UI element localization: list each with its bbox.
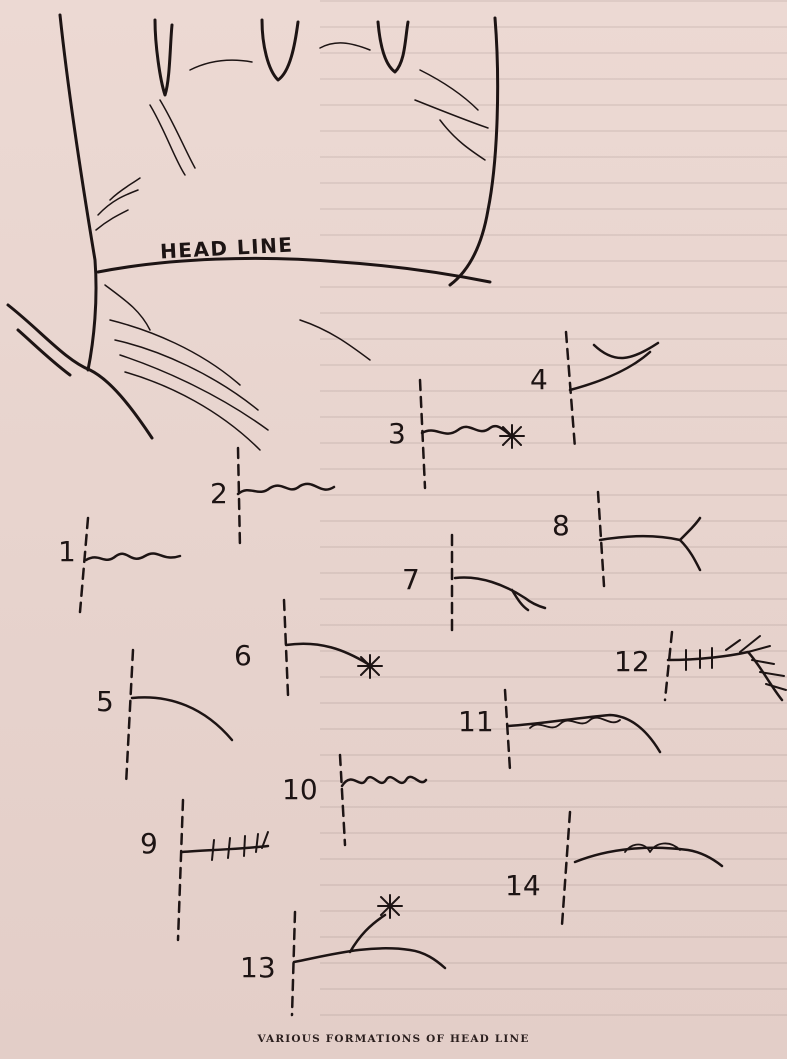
palm-drawing: [8, 15, 498, 450]
formation-number-4: 4: [530, 366, 548, 394]
formation-number-5: 5: [96, 688, 114, 716]
formation-1: [80, 518, 180, 612]
formation-4: [566, 332, 658, 448]
formation-number-8: 8: [552, 512, 570, 540]
formation-13: [292, 895, 445, 1015]
formation-10: [340, 755, 426, 845]
formation-12: [665, 632, 786, 700]
formation-5: [126, 650, 232, 785]
formation-number-7: 7: [402, 566, 420, 594]
formation-number-11: 11: [458, 708, 494, 736]
formation-number-3: 3: [388, 420, 406, 448]
formation-number-2: 2: [210, 480, 228, 508]
formation-14: [562, 812, 722, 925]
formation-number-10: 10: [282, 776, 318, 804]
formation-number-13: 13: [240, 954, 276, 982]
figure-caption: VARIOUS FORMATIONS OF HEAD LINE: [0, 1033, 787, 1045]
formation-number-12: 12: [614, 648, 650, 676]
formation-3: [420, 380, 524, 488]
formation-number-6: 6: [234, 642, 252, 670]
formation-2: [238, 448, 334, 548]
formation-9: [178, 800, 268, 940]
formation-number-14: 14: [505, 872, 541, 900]
formation-number-1: 1: [58, 538, 76, 566]
formation-7: [452, 535, 545, 630]
formation-6: [284, 600, 382, 695]
formation-8: [598, 492, 700, 586]
formation-11: [505, 690, 660, 770]
formation-number-9: 9: [140, 830, 158, 858]
